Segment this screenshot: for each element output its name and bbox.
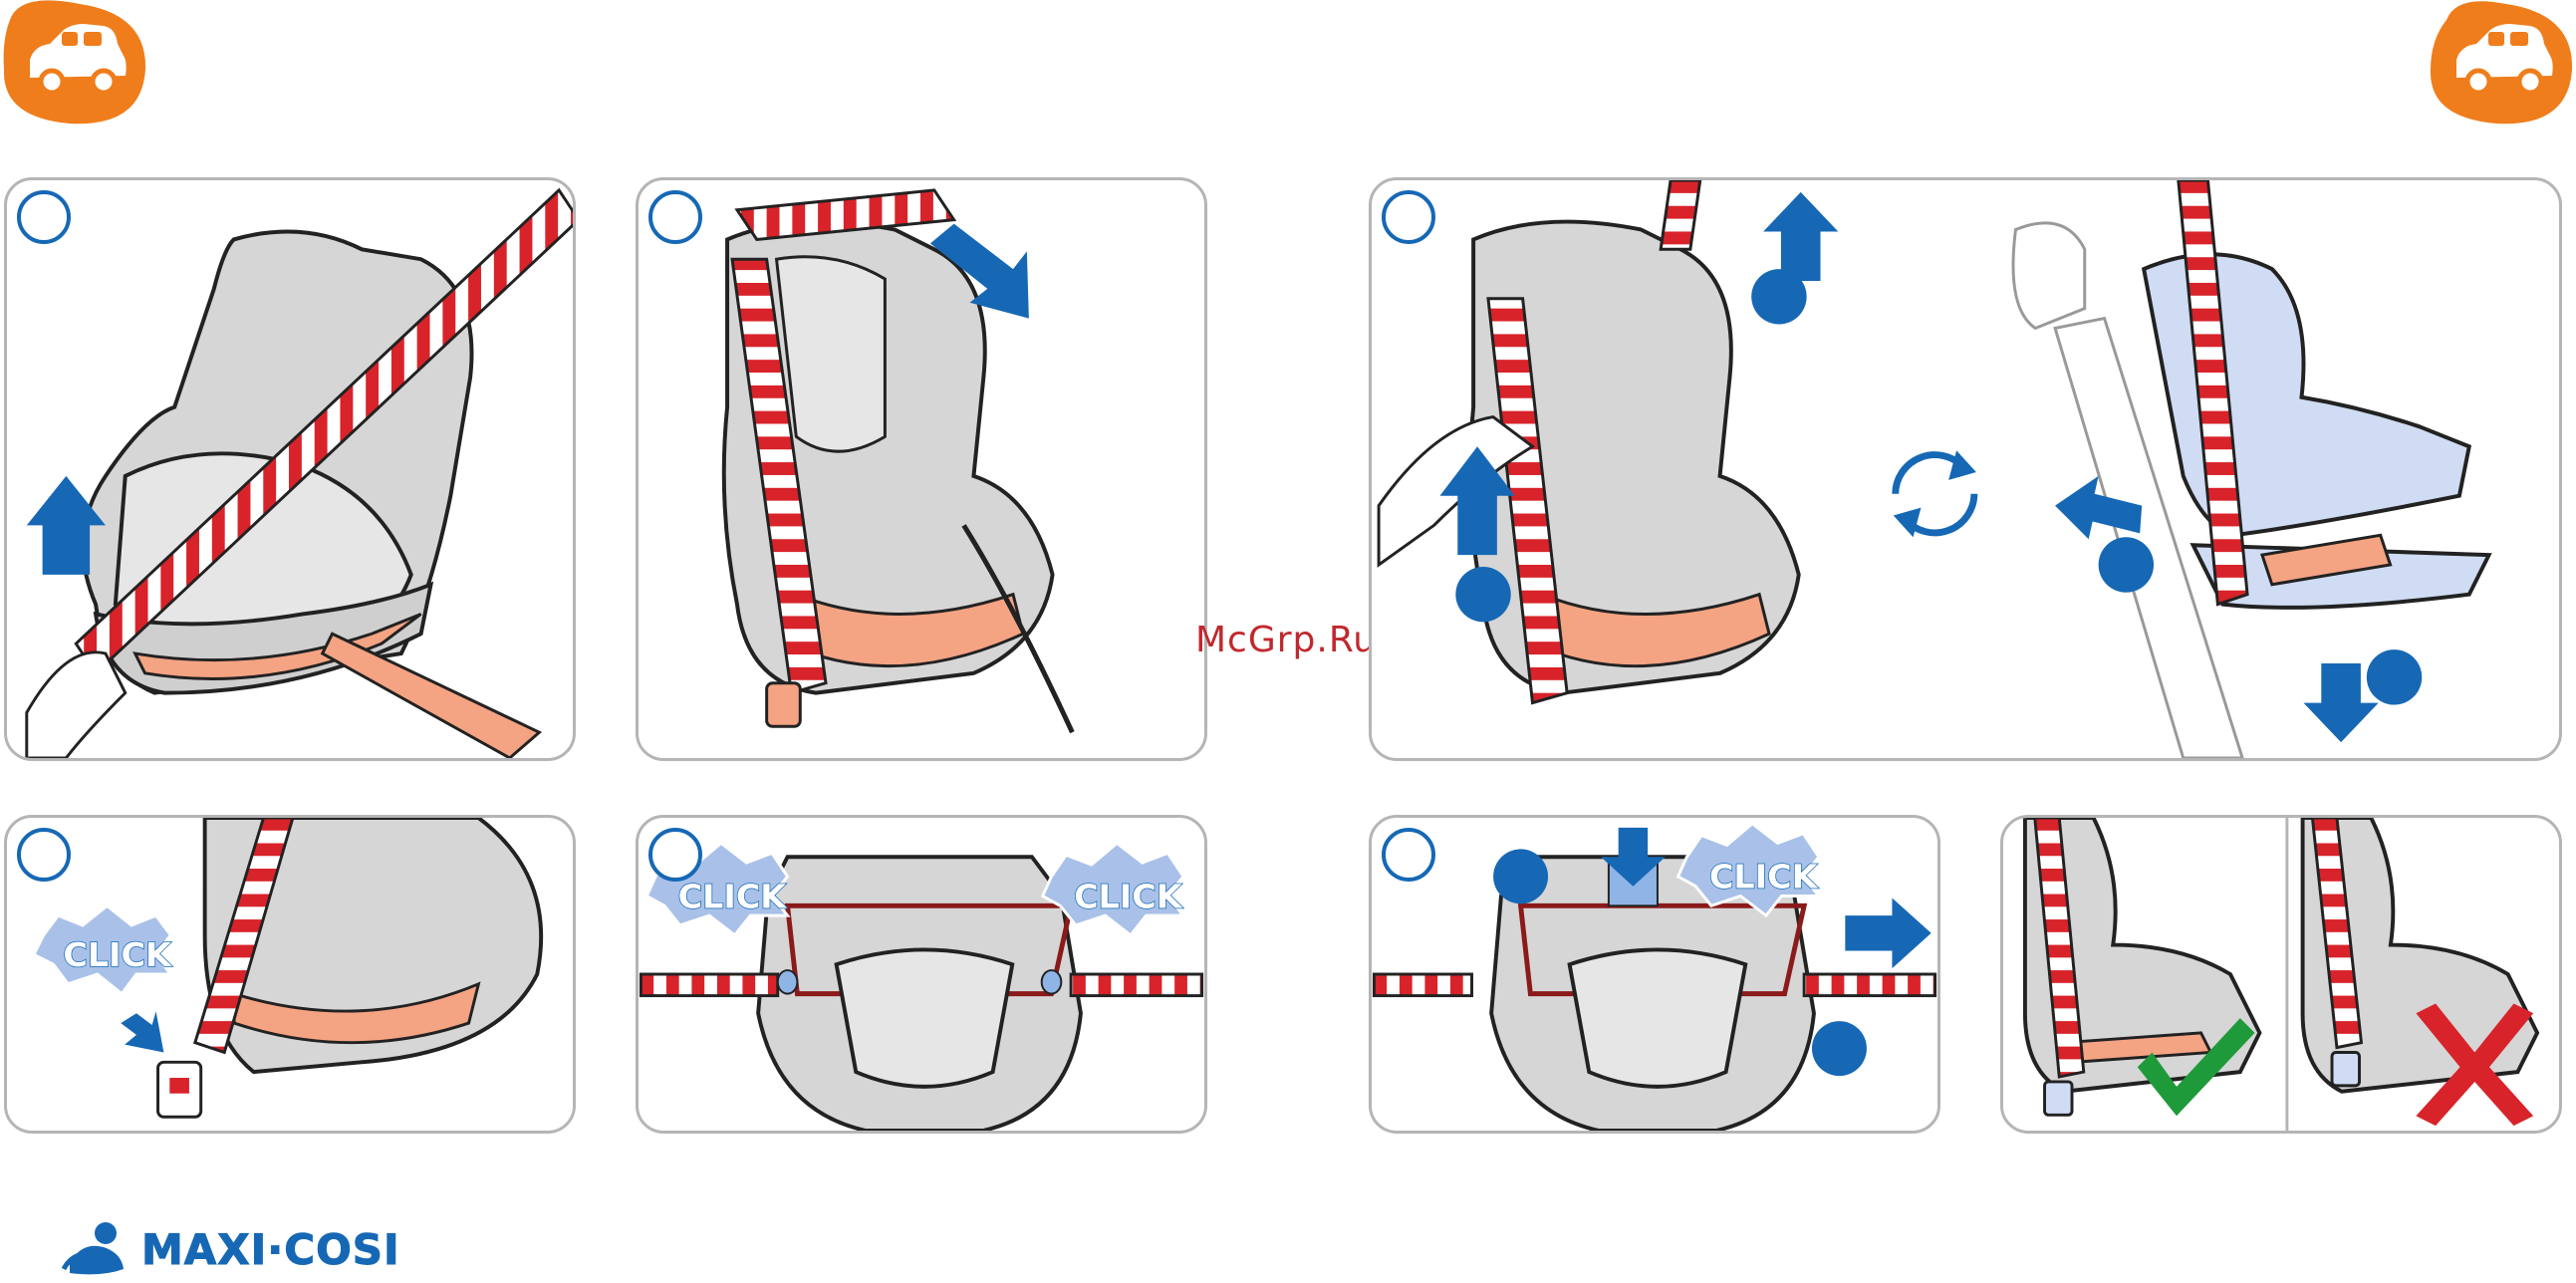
step-panel-7 bbox=[2000, 815, 2562, 1134]
rotate-icon bbox=[1894, 450, 1976, 537]
click-label: CLICK bbox=[63, 935, 172, 974]
step-panel-6: CLICK bbox=[1369, 815, 1940, 1134]
seat-illustration bbox=[7, 180, 573, 758]
step-panel-5: CLICK CLICK bbox=[636, 815, 1207, 1134]
step-number-circle bbox=[17, 828, 71, 882]
seat-illustration: CLICK bbox=[7, 818, 573, 1131]
right-arrow-icon bbox=[1845, 898, 1931, 968]
seat-illustration bbox=[1372, 180, 2559, 758]
seat-illustration bbox=[639, 180, 1204, 758]
step-number-circle bbox=[648, 828, 702, 882]
brand-logo: MAXI·COSI bbox=[62, 1217, 400, 1281]
up-arrow-icon bbox=[1763, 192, 1838, 281]
seat-illustration: CLICK bbox=[1372, 818, 1937, 1131]
step-number-circle bbox=[1382, 190, 1435, 244]
click-label: CLICK bbox=[1074, 877, 1183, 915]
seat-illustration bbox=[2003, 818, 2559, 1131]
step-panel-1 bbox=[4, 177, 576, 761]
step-number-circle bbox=[648, 190, 702, 244]
step-panel-2 bbox=[636, 177, 1207, 761]
car-badge-icon bbox=[0, 0, 149, 128]
click-label: CLICK bbox=[1709, 858, 1819, 897]
brand-name: MAXI·COSI bbox=[141, 1225, 400, 1274]
brand-logo-icon bbox=[62, 1219, 131, 1279]
seat-illustration: CLICK CLICK bbox=[639, 818, 1204, 1131]
step-panel-4: CLICK bbox=[4, 815, 576, 1134]
click-label: CLICK bbox=[678, 877, 788, 915]
step-number-circle bbox=[1382, 828, 1435, 882]
step-number-circle bbox=[17, 190, 71, 244]
step-panel-3 bbox=[1369, 177, 2562, 761]
car-badge-icon bbox=[2427, 0, 2576, 128]
watermark: McGrp.Ru bbox=[1195, 620, 1377, 660]
